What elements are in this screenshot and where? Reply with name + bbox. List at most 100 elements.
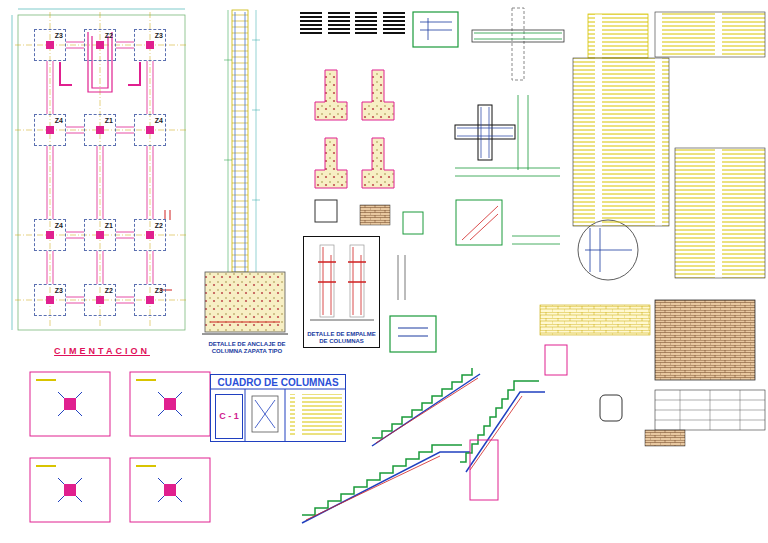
- detail-blocks-part: [300, 12, 322, 36]
- foundation-plan-part-part: [46, 41, 54, 49]
- column-sections-part: [58, 392, 182, 502]
- foundation-plan-part-part: [146, 296, 154, 304]
- footing-details-part: [315, 200, 337, 222]
- foundation-plan: [12, 9, 188, 330]
- footing-details-part: [398, 255, 405, 300]
- foundation-plan-part: [66, 42, 134, 303]
- foundation-plan-part-part: [96, 296, 104, 304]
- footing-details-part: [398, 328, 428, 336]
- splice-detail-part: [320, 245, 334, 317]
- footing-box-text: Z1: [105, 117, 113, 125]
- column-sections-part: [64, 484, 76, 496]
- column-sections-part: [30, 372, 110, 436]
- column-type-cell-text: C - 1: [219, 411, 239, 421]
- footing-box-text: Z2: [105, 32, 113, 40]
- footing-box-text: Z3: [155, 287, 163, 295]
- spec-panels-part: [645, 430, 685, 446]
- detail-blocks-part: [474, 33, 562, 39]
- plan-title: CIMENTACIONZ3Z2Z3Z4Z1Z4Z4Z1Z2Z3Z2Z3: [14, 6, 190, 358]
- footing-box-text: Z1: [105, 222, 113, 230]
- stair-details-part: [302, 445, 462, 515]
- splice-detail-part: [323, 247, 361, 315]
- column-table-art-part: [252, 396, 278, 432]
- footing-box: Z4: [134, 114, 166, 146]
- footing-details-part: [390, 316, 436, 352]
- foundation-plan-part-part: [96, 126, 104, 134]
- column-table: CUADRO DE COLUMNASC - 1: [210, 374, 346, 442]
- stair-details-part: [302, 452, 470, 523]
- spec-panels-part: [540, 305, 650, 335]
- footing-box: Z3: [34, 29, 66, 61]
- footing-box: Z2: [134, 219, 166, 251]
- column-table-art-part: [290, 394, 342, 436]
- foundation-plan-part: [88, 32, 112, 92]
- foundation-plan-part-part: [146, 126, 154, 134]
- detail-blocks-part: [512, 8, 524, 80]
- footing-box-text: Z4: [155, 117, 163, 125]
- footing-box-text: Z3: [55, 32, 63, 40]
- column-sections: [30, 372, 210, 522]
- column-sections-part: [36, 380, 156, 466]
- detail-blocks-part: [383, 12, 405, 36]
- foundation-plan-part: [18, 15, 185, 330]
- footing-details-part: [360, 205, 390, 225]
- column-anchor-detail-part: [205, 272, 285, 332]
- detail-blocks-part: [420, 18, 452, 40]
- column-anchor-detail-part: [232, 10, 248, 272]
- detail-title-text: DETALLE DE ANCLAJE DE COLUMNA ZAPATA TIP…: [200, 341, 294, 355]
- footing-box-text: Z2: [105, 287, 113, 295]
- footing-box-text: Z4: [55, 222, 63, 230]
- column-table-art-part: [255, 400, 275, 428]
- column-sections-part: [30, 458, 110, 522]
- foundation-plan-part: [15, 12, 188, 328]
- detail-blocks-part: [355, 12, 377, 36]
- foundation-plan-part-part: [46, 296, 54, 304]
- footing-box: Z1: [84, 114, 116, 146]
- spec-panels-part: [655, 300, 755, 380]
- spec-panels-part: [655, 390, 765, 430]
- spec-panels-part: [545, 345, 567, 375]
- stair-details-part: [306, 456, 440, 520]
- stair-details-part: [470, 396, 522, 470]
- beam-joint-details-part: [457, 107, 513, 158]
- column-sections-part: [164, 484, 176, 496]
- column-anchor-detail: [202, 10, 288, 334]
- footing-details-part: [403, 212, 423, 234]
- footing-box-text: Z3: [155, 32, 163, 40]
- detail-frame: DETALLE DE EMPALME DE COLUMNAS: [303, 236, 380, 348]
- spec-panels-part: [675, 148, 765, 278]
- foundation-plan-part: [12, 15, 13, 330]
- detail-blocks-part: [472, 30, 564, 42]
- splice-detail: [310, 245, 374, 320]
- stair-details-part: [376, 378, 478, 443]
- stair-details-part: [470, 440, 498, 500]
- foundation-plan-part-part: [146, 41, 154, 49]
- spec-panels: [540, 12, 765, 446]
- foundation-plan-part-part: [96, 231, 104, 239]
- column-anchor-detail-part: [202, 334, 288, 335]
- column-table-art: [210, 389, 346, 442]
- foundation-plan-part-part: [96, 41, 104, 49]
- foundation-plan-part-part: [46, 231, 54, 239]
- detail-blocks-part: [413, 12, 458, 47]
- spec-panels-part: [655, 390, 765, 430]
- column-anchor-detail-part: [210, 321, 280, 322]
- column-sections-part: [164, 398, 176, 410]
- footing-details-part: [362, 70, 394, 120]
- foundation-plan-part: [60, 62, 140, 85]
- spec-panels-part: [573, 58, 669, 226]
- beam-joint-details-part: [478, 105, 492, 160]
- foundation-plan-part: [18, 9, 185, 10]
- footing-box: Z2: [84, 29, 116, 61]
- stair-details: [302, 368, 545, 523]
- stair-details-part: [466, 392, 545, 472]
- column-anchor-detail-part: [252, 10, 260, 272]
- splice-detail-part: [350, 245, 364, 317]
- beam-joint-details-part: [455, 168, 560, 176]
- splice-detail-part: [318, 262, 366, 282]
- spec-panels-part: [600, 395, 622, 421]
- column-table-art-part: [210, 389, 346, 442]
- column-anchor-detail-part: [224, 10, 232, 272]
- footing-box-text: Z3: [55, 287, 63, 295]
- stair-details-part: [372, 374, 480, 446]
